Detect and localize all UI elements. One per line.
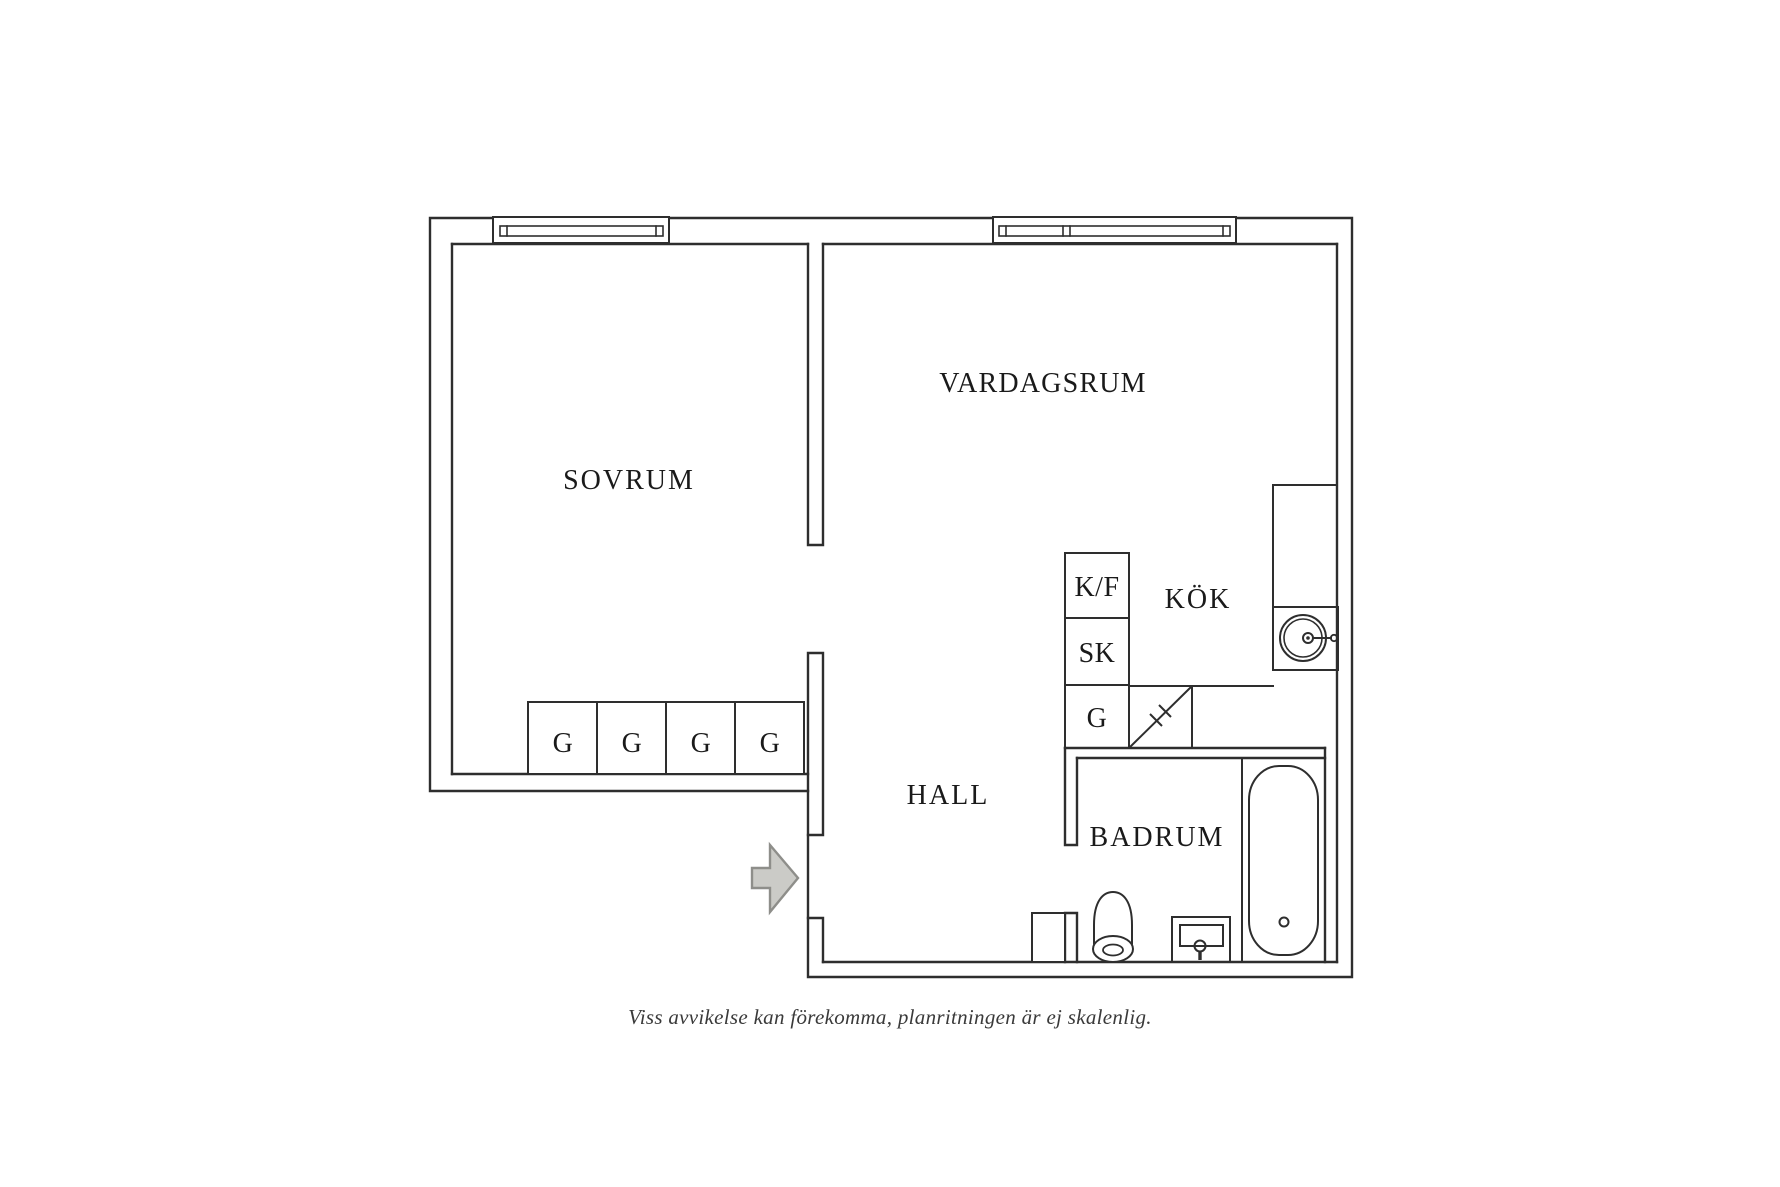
entry-wall-lower-segment bbox=[806, 916, 825, 964]
window-symbol-bedroom bbox=[492, 216, 670, 244]
room-label-badrum: BADRUM bbox=[1090, 822, 1225, 853]
cabinet-label: SK bbox=[1079, 638, 1116, 669]
disclaimer-caption: Viss avvikelse kan förekomma, planritnin… bbox=[628, 1005, 1152, 1029]
kitchen-fixtures: K/F SK G bbox=[1064, 484, 1339, 749]
bathroom-top-wall bbox=[1063, 746, 1327, 760]
kitchen-sink-icon bbox=[1279, 614, 1339, 662]
wardrobe-label: G bbox=[760, 728, 781, 759]
fridge-freezer-label: K/F bbox=[1074, 572, 1119, 603]
wardrobe-label: G bbox=[691, 728, 712, 759]
wardrobe-box bbox=[734, 701, 805, 775]
bathroom-left-wall-upper bbox=[1063, 746, 1079, 847]
outer-wall-contour bbox=[428, 216, 1354, 979]
kitchen-counter bbox=[1272, 484, 1338, 608]
hall-wardrobe-label: G bbox=[1087, 703, 1108, 734]
divider-wall-upper bbox=[806, 242, 825, 547]
window-symbols bbox=[492, 216, 1237, 244]
shaft-box bbox=[1031, 912, 1066, 963]
room-label-vardagsrum: VARDAGSRUM bbox=[939, 368, 1147, 399]
fridge-freezer-box bbox=[1064, 552, 1130, 619]
bathroom-left-wall-lower bbox=[1063, 911, 1079, 964]
window-symbol-livingroom bbox=[992, 216, 1237, 244]
entrance-arrow-icon bbox=[750, 841, 800, 916]
bedroom-wardrobes: G G G G bbox=[527, 701, 805, 775]
room-label-kok: KÖK bbox=[1165, 584, 1232, 615]
wardrobe-label: G bbox=[622, 728, 643, 759]
wardrobe-box bbox=[665, 701, 736, 775]
wardrobe-box bbox=[596, 701, 667, 775]
wardrobe-label: G bbox=[553, 728, 574, 759]
wardrobe-box bbox=[527, 701, 598, 775]
room-label-sovrum: SOVRUM bbox=[563, 465, 695, 496]
bathroom bbox=[1031, 746, 1327, 964]
bathtub-icon bbox=[1241, 757, 1326, 963]
cabinet-box bbox=[1064, 617, 1130, 686]
washbasin-icon bbox=[1171, 916, 1231, 963]
door-swing-symbol bbox=[1128, 686, 1193, 749]
toilet-icon bbox=[1092, 890, 1134, 963]
divider-wall-lower bbox=[806, 651, 825, 837]
room-label-hall: HALL bbox=[907, 780, 990, 811]
